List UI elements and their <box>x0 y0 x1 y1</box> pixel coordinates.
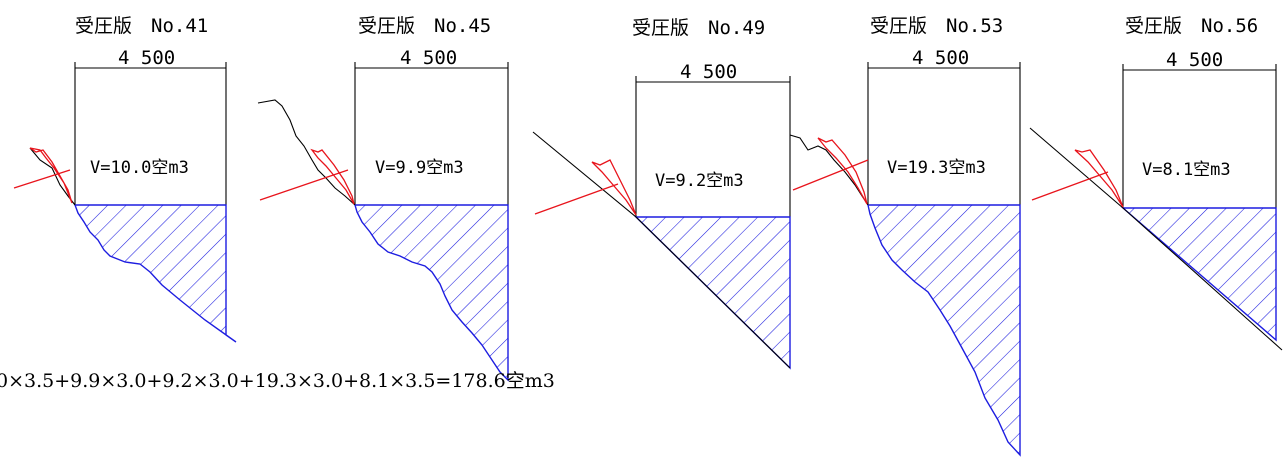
width-label: 4 500 <box>400 47 457 69</box>
width-dimension <box>74 62 227 206</box>
section-title: 受圧版 No.41 <box>75 15 208 37</box>
volume-label: V=9.2空m3 <box>655 171 744 191</box>
ground-line <box>1029 127 1283 351</box>
ground-line <box>29 147 76 206</box>
section-no45: 受圧版 No.45 4 500 V=9.9空m3 <box>257 15 509 382</box>
width-dimension <box>635 76 791 218</box>
anchor-line <box>13 169 71 189</box>
section-no49: 受圧版 No.49 4 500 V=9.2空m3 <box>532 17 791 370</box>
volume-label: V=10.0空m3 <box>90 158 189 178</box>
width-label: 4 500 <box>912 47 969 69</box>
width-dimension <box>354 62 509 206</box>
width-label: 4 500 <box>118 47 175 69</box>
section-title: 受圧版 No.53 <box>870 15 1003 37</box>
anchor-plate <box>29 147 73 204</box>
width-label: 4 500 <box>680 61 737 83</box>
anchor-plate <box>591 159 637 216</box>
volume-label: V=9.9空m3 <box>375 158 464 178</box>
ground-line <box>532 131 791 369</box>
anchor-line <box>259 169 349 201</box>
anchor-plate <box>1074 149 1124 208</box>
width-dimension <box>867 62 1021 206</box>
section-no56: 受圧版 No.56 4 500 V=8.1空m3 <box>1029 15 1283 351</box>
section-title: 受圧版 No.56 <box>1125 15 1258 37</box>
width-label: 4 500 <box>1166 49 1223 71</box>
excavation-area <box>73 204 237 343</box>
section-title: 受圧版 No.45 <box>358 15 491 37</box>
anchor-line <box>534 183 619 215</box>
anchor-plate <box>310 148 355 205</box>
total-volume-formula: 0×3.5+9.9×3.0+9.2×3.0+19.3×3.0+8.1×3.5=1… <box>0 370 555 392</box>
anchor-plate <box>817 137 868 205</box>
section-no41: 受圧版 No.41 4 500 V=10.0空m3 <box>13 15 237 343</box>
anchor-line <box>1031 171 1109 201</box>
volume-label: V=8.1空m3 <box>1142 160 1231 180</box>
ground-line <box>257 99 356 206</box>
anchor-line <box>792 159 869 191</box>
ground-line <box>789 134 869 206</box>
excavation-area <box>354 204 509 382</box>
excavation-area <box>1121 207 1277 342</box>
excavation-area <box>867 204 1021 457</box>
section-no53: 受圧版 No.53 4 500 V=19.3空m3 <box>789 15 1021 457</box>
volume-label: V=19.3空m3 <box>887 158 986 178</box>
section-title: 受圧版 No.49 <box>632 17 765 39</box>
width-dimension <box>1122 64 1277 209</box>
